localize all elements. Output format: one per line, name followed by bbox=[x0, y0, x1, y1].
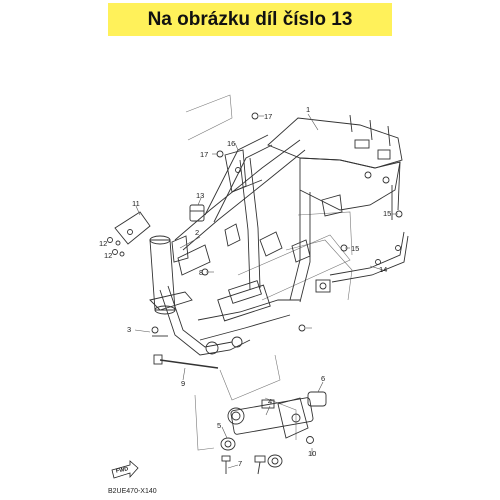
fwd-arrow-icon: FWD bbox=[111, 460, 139, 479]
callout-7: 7 bbox=[238, 459, 242, 468]
callout-1: 1 bbox=[306, 105, 310, 114]
callout-8: 8 bbox=[199, 268, 203, 277]
part-10-nut bbox=[306, 436, 314, 444]
part-13 bbox=[189, 204, 205, 222]
engine-hanger bbox=[227, 397, 314, 439]
part-6 bbox=[307, 391, 327, 407]
bracket-14 bbox=[315, 231, 409, 293]
callouts: 1 2 3 4 5 6 7 8 9 10 11 12 12 13 14 15 1… bbox=[99, 105, 391, 468]
callout-12b: 12 bbox=[104, 251, 112, 260]
callout-17b: 17 bbox=[200, 150, 208, 159]
bracket-16 bbox=[224, 149, 263, 193]
boundary-guides bbox=[185, 94, 353, 451]
callout-10: 10 bbox=[308, 449, 316, 458]
banner-text: Na obrázku díl číslo 13 bbox=[147, 8, 353, 30]
callout-14: 14 bbox=[379, 265, 387, 274]
callout-15a: 15 bbox=[383, 209, 391, 218]
leader-lines bbox=[134, 113, 398, 469]
small-fasteners bbox=[107, 112, 403, 255]
part-3-bolt bbox=[151, 326, 168, 337]
callout-4: 4 bbox=[268, 397, 272, 406]
part-9-bolt bbox=[153, 354, 219, 369]
callout-15b: 15 bbox=[351, 244, 359, 253]
callout-13: 13 bbox=[196, 191, 204, 200]
part-5-bushings bbox=[220, 437, 283, 468]
bracket-11 bbox=[114, 211, 151, 257]
fwd-label: FWD bbox=[115, 466, 129, 474]
callout-16: 16 bbox=[227, 139, 235, 148]
diagram-code: B2UE470-X140 bbox=[108, 488, 157, 495]
callout-9: 9 bbox=[181, 379, 185, 388]
part-2 bbox=[171, 235, 189, 263]
main-frame bbox=[149, 114, 403, 356]
highlight-banner: Na obrázku díl číslo 13 bbox=[108, 3, 392, 36]
callout-11: 11 bbox=[132, 199, 140, 208]
callout-12a: 12 bbox=[99, 239, 107, 248]
callout-17a: 17 bbox=[264, 112, 272, 121]
callout-5: 5 bbox=[217, 421, 221, 430]
part-7-bolts bbox=[221, 455, 266, 475]
callout-6: 6 bbox=[321, 374, 325, 383]
callout-3: 3 bbox=[127, 325, 131, 334]
callout-2: 2 bbox=[195, 228, 199, 237]
